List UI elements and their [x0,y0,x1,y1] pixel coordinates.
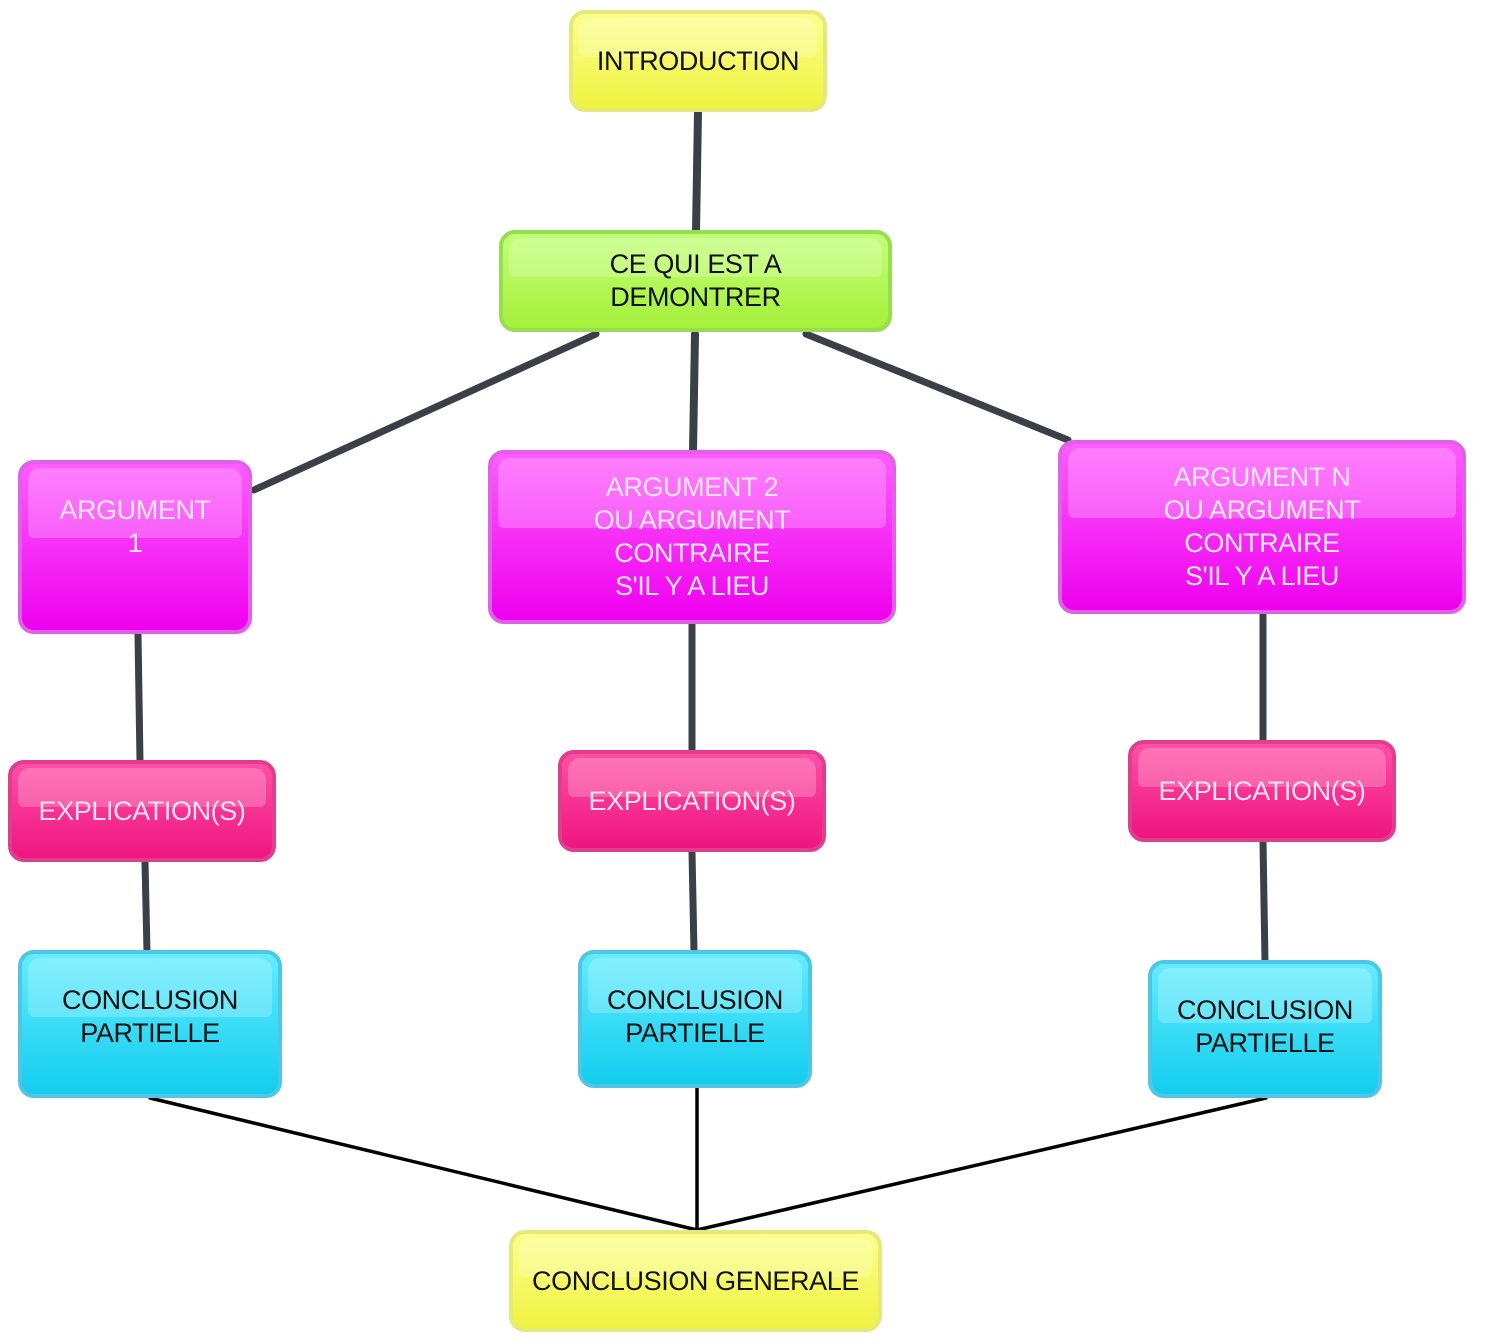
connector-expln-concln [1259,838,1269,966]
explication-n-label: EXPLICATION(S) [1158,775,1366,806]
argument-2-label: ARGUMENT 2 OU ARGUMENT CONTRAIRE S'IL Y … [593,472,791,601]
connector-expl1-concl1 [141,858,151,956]
argument-n-node: ARGUMENT N OU ARGUMENT CONTRAIRE S'IL Y … [1058,440,1466,614]
conclusion-partielle-n-label: CONCLUSION PARTIELLE [1176,995,1354,1058]
connector-concl1-general [148,1096,699,1232]
conclusion-generale-label: CONCLUSION GENERALE [532,1265,859,1296]
connector-intro-thesis [692,108,702,236]
thesis-node: CE QUI EST A DEMONTRER [499,230,892,332]
argument-n-label: ARGUMENT N OU ARGUMENT CONTRAIRE S'IL Y … [1163,462,1361,591]
conclusion-partielle-n-node: CONCLUSION PARTIELLE [1148,960,1382,1098]
connector-thesis-arg1 [250,330,600,494]
connector-arg1-expl1 [134,630,144,766]
argument-1-node: ARGUMENT 1 [18,460,252,634]
argument-1-label: ARGUMENT 1 [59,495,211,558]
conclusion-partielle-2-node: CONCLUSION PARTIELLE [578,950,812,1088]
explication-n-node: EXPLICATION(S) [1128,740,1396,842]
introduction-label: INTRODUCTION [596,45,800,76]
introduction-node: INTRODUCTION [569,10,827,112]
explication-1-node: EXPLICATION(S) [8,760,276,862]
connector-expl2-concl2 [688,848,698,956]
conclusion-partielle-1-node: CONCLUSION PARTIELLE [18,950,282,1098]
explication-2-node: EXPLICATION(S) [558,750,826,852]
connector-thesis-argn [802,330,1072,444]
conclusion-generale-node: CONCLUSION GENERALE [509,1230,882,1332]
thesis-label: CE QUI EST A DEMONTRER [609,249,782,312]
connector-concln-general [695,1096,1268,1232]
explication-2-label: EXPLICATION(S) [588,785,796,816]
conclusion-partielle-1-label: CONCLUSION PARTIELLE [61,985,239,1048]
explication-1-label: EXPLICATION(S) [38,795,246,826]
argument-2-node: ARGUMENT 2 OU ARGUMENT CONTRAIRE S'IL Y … [488,450,896,624]
conclusion-partielle-2-label: CONCLUSION PARTIELLE [606,985,784,1048]
connector-thesis-arg2 [689,330,699,456]
